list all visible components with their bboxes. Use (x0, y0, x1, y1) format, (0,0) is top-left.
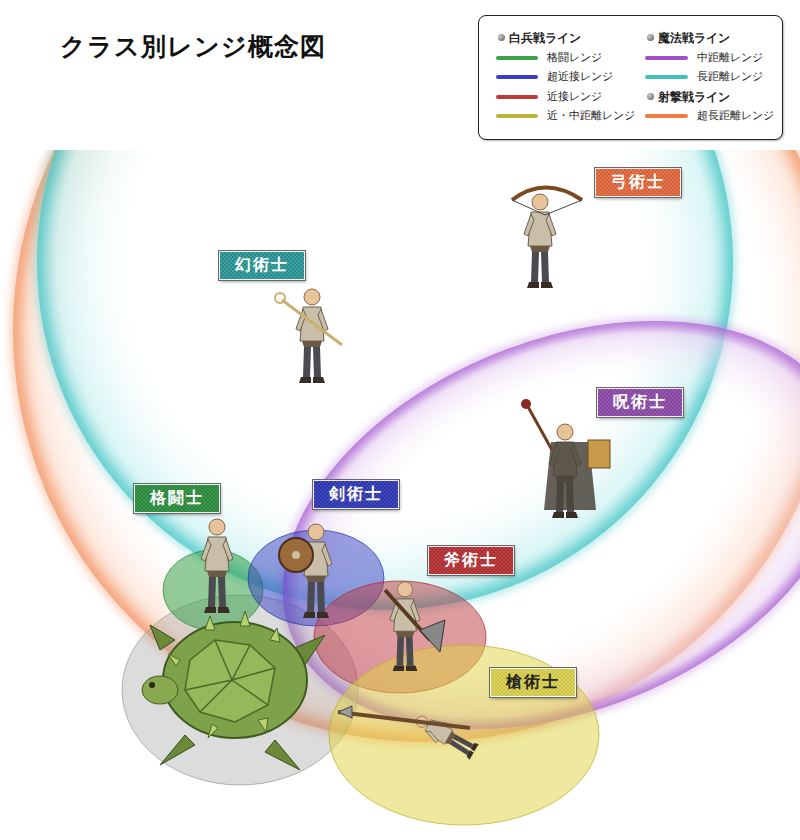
diagram-title: クラス別レンジ概念図 (60, 30, 326, 63)
legend-label: 長距離レンジ (697, 70, 763, 84)
legend-swatch (496, 56, 538, 60)
class-label-box: 呪術士 (597, 388, 683, 417)
class-name: 剣術士 (329, 484, 383, 505)
lancer-figure (338, 706, 480, 761)
legend-swatch (496, 95, 538, 99)
class-name: 幻術士 (235, 255, 289, 276)
class-name: 槍術士 (506, 672, 560, 693)
class-label-box: 斧術士 (428, 546, 514, 575)
class-name: 呪術士 (613, 392, 667, 413)
class-label-box: 剣術士 (313, 480, 399, 509)
class-name: 弓術士 (611, 172, 665, 193)
legend-label: 超近接レンジ (547, 70, 613, 84)
legend-swatch (496, 114, 538, 118)
gladiator-figure (279, 524, 332, 618)
legend-label: 超長距離レンジ (697, 109, 774, 123)
class-label-box: 槍術士 (490, 668, 576, 697)
legend-swatch (645, 75, 688, 79)
legend-bullet (647, 34, 654, 41)
legend-heading: 白兵戦ライン (509, 31, 581, 45)
marauder-figure (385, 582, 445, 671)
legend-swatch (645, 56, 688, 60)
class-label-box: 格闘士 (134, 484, 220, 513)
legend-bullet (647, 93, 654, 100)
class-name: 格闘士 (150, 488, 204, 509)
class-label-box: 幻術士 (219, 251, 305, 280)
conjurer-figure (275, 289, 342, 383)
legend-label: 近・中距離レンジ (547, 109, 635, 123)
class-label-box: 弓術士 (595, 168, 681, 197)
legend-label: 中距離レンジ (697, 51, 763, 65)
legend-label: 近接レンジ (547, 90, 602, 104)
class-name: 斧術士 (444, 550, 498, 571)
legend-heading: 射撃戦ライン (658, 90, 730, 104)
legend-label: 格闘レンジ (547, 51, 602, 65)
turtle-enemy (142, 611, 325, 770)
legend-heading: 魔法戦ライン (658, 31, 730, 45)
yellow-range (329, 645, 599, 825)
pugilist-figure (201, 519, 233, 613)
legend-swatch (645, 114, 688, 118)
archer-figure (512, 188, 582, 289)
legend-swatch (496, 75, 538, 79)
legend-bullet (498, 34, 505, 41)
